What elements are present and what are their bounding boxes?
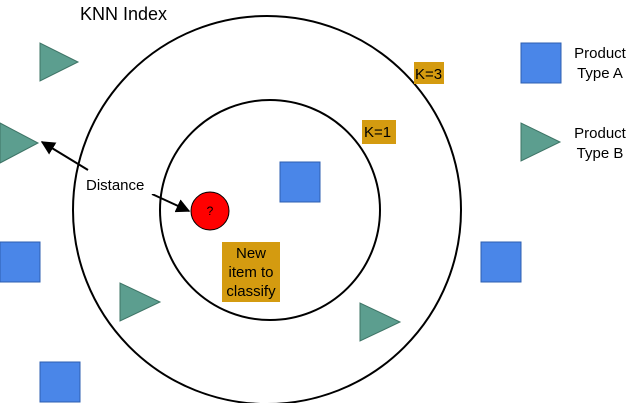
distance-arrow-to-new-item <box>151 193 191 213</box>
inner-circle-k1 <box>159 99 381 321</box>
distance-label-bg <box>84 174 156 194</box>
product-a-square <box>480 241 522 283</box>
product-b-triangle <box>119 282 162 322</box>
legend-type-a-line2: Type A <box>577 65 623 82</box>
diagram-title: KNN Index <box>80 4 167 24</box>
legend-type-b-line2: Type B <box>577 145 624 162</box>
product-b-triangle <box>39 42 80 82</box>
new-item-label-box <box>222 242 280 302</box>
product-a-square <box>39 361 81 403</box>
new-item-circle <box>190 191 230 231</box>
product-b-triangle <box>0 122 40 164</box>
new-item-label-line1: New <box>236 245 266 262</box>
distance-label: Distance <box>86 177 144 194</box>
k1-label: K=1 <box>364 124 391 141</box>
legend-type-b-line1: Product <box>574 125 627 142</box>
legend-type-a-line1: Product <box>574 45 627 62</box>
unknown-marker: ? <box>207 204 214 218</box>
legend-type-a-swatch <box>520 42 562 84</box>
k3-label-box <box>414 62 444 84</box>
new-item-label-line3: classify <box>226 283 276 300</box>
distance-arrow-to-triangle <box>40 141 89 171</box>
new-item-label-line2: item to <box>228 264 273 281</box>
product-a-square <box>279 161 321 203</box>
k1-label-box <box>362 120 396 144</box>
legend-type-b-swatch <box>520 122 562 162</box>
product-b-triangle <box>359 302 402 342</box>
outer-circle-k3 <box>72 15 462 403</box>
k3-label: K=3 <box>415 66 442 83</box>
product-a-square <box>0 241 41 283</box>
